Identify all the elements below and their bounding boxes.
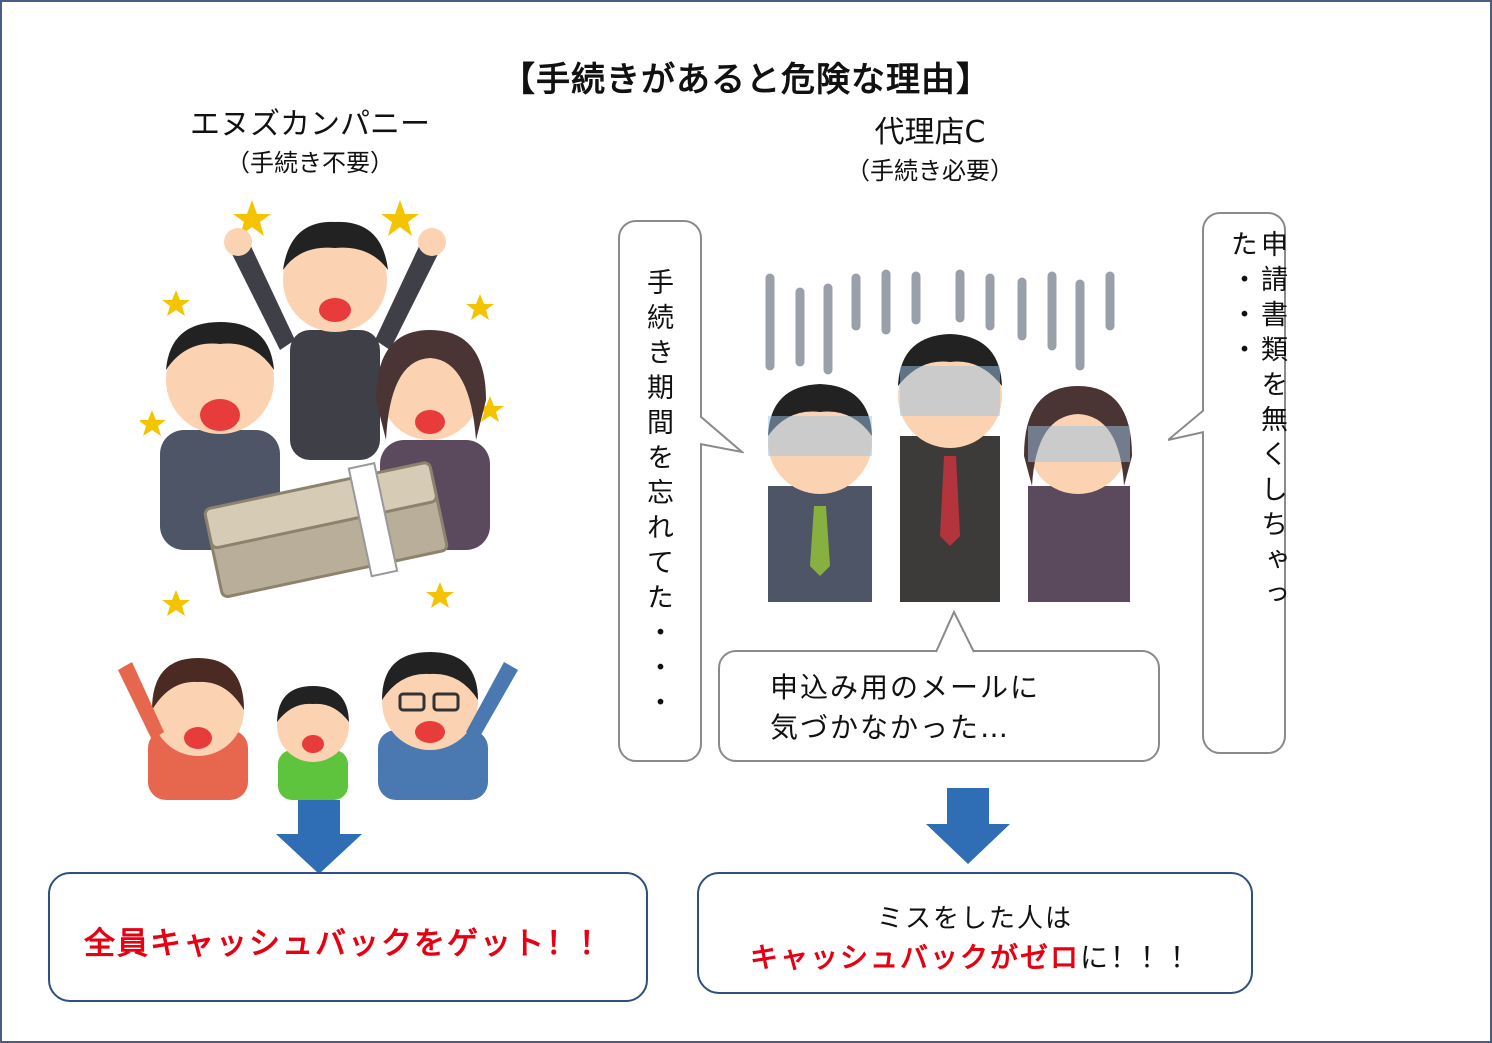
- page-title: 【手続きがあると危険な理由】: [501, 60, 991, 100]
- result-zero-highlight: キャッシュバックがゼロ: [749, 941, 1080, 974]
- missed-email-line-2: 気づかなかった…: [770, 711, 1011, 744]
- left-note: （手続き不要）: [226, 149, 394, 177]
- speech-bubble-right-tail: [1168, 410, 1204, 441]
- speech-bubble-lost-documents-text: 申請書類を無くしちゃった・・・: [1226, 230, 1287, 615]
- result-cashback-text: 全員キャッシュバックをゲット！！: [84, 926, 612, 962]
- result-mistake-text: ミスをした人は: [876, 904, 1073, 934]
- result-box-no-cashback: ミスをした人は キャッシュバックがゼロに！！！: [697, 872, 1253, 994]
- speech-bubble-forgot-period: 手続き期間を忘れてた・・・: [618, 220, 702, 762]
- speech-bubble-missed-email: 申込み用のメールに 気づかなかった…: [718, 650, 1160, 762]
- cheering-family-illustration: [118, 652, 518, 800]
- celebrating-workers-illustration: [140, 200, 504, 616]
- speech-bubble-lost-documents: 申請書類を無くしちゃった・・・: [1202, 212, 1287, 754]
- result-zero-line: キャッシュバックがゼロに！！！: [699, 936, 1251, 976]
- result-box-cashback: 全員キャッシュバックをゲット！！: [48, 872, 648, 1002]
- missed-email-line-1: 申込み用のメールに: [770, 671, 1041, 704]
- down-arrow-right-icon: [926, 788, 1010, 864]
- down-arrow-left-icon: [276, 800, 362, 874]
- right-header: 代理店C （手続き必要）: [780, 114, 1080, 190]
- speech-bubble-bottom-tail: [935, 610, 975, 653]
- troubled-workers-illustration: [765, 269, 1132, 602]
- right-note: （手続き必要）: [846, 157, 1014, 185]
- left-company-name: エヌズカンパニー: [190, 107, 430, 142]
- speech-bubble-left-tail: [700, 415, 744, 454]
- result-zero-suffix: に！！！: [1080, 941, 1201, 974]
- left-header: エヌズカンパニー （手続き不要）: [160, 106, 460, 182]
- speech-bubble-missed-email-text: 申込み用のメールに 気づかなかった…: [770, 668, 1040, 748]
- speech-bubble-forgot-period-text: 手続き期間を忘れてた・・・: [642, 268, 673, 723]
- right-company-name: 代理店C: [874, 115, 986, 150]
